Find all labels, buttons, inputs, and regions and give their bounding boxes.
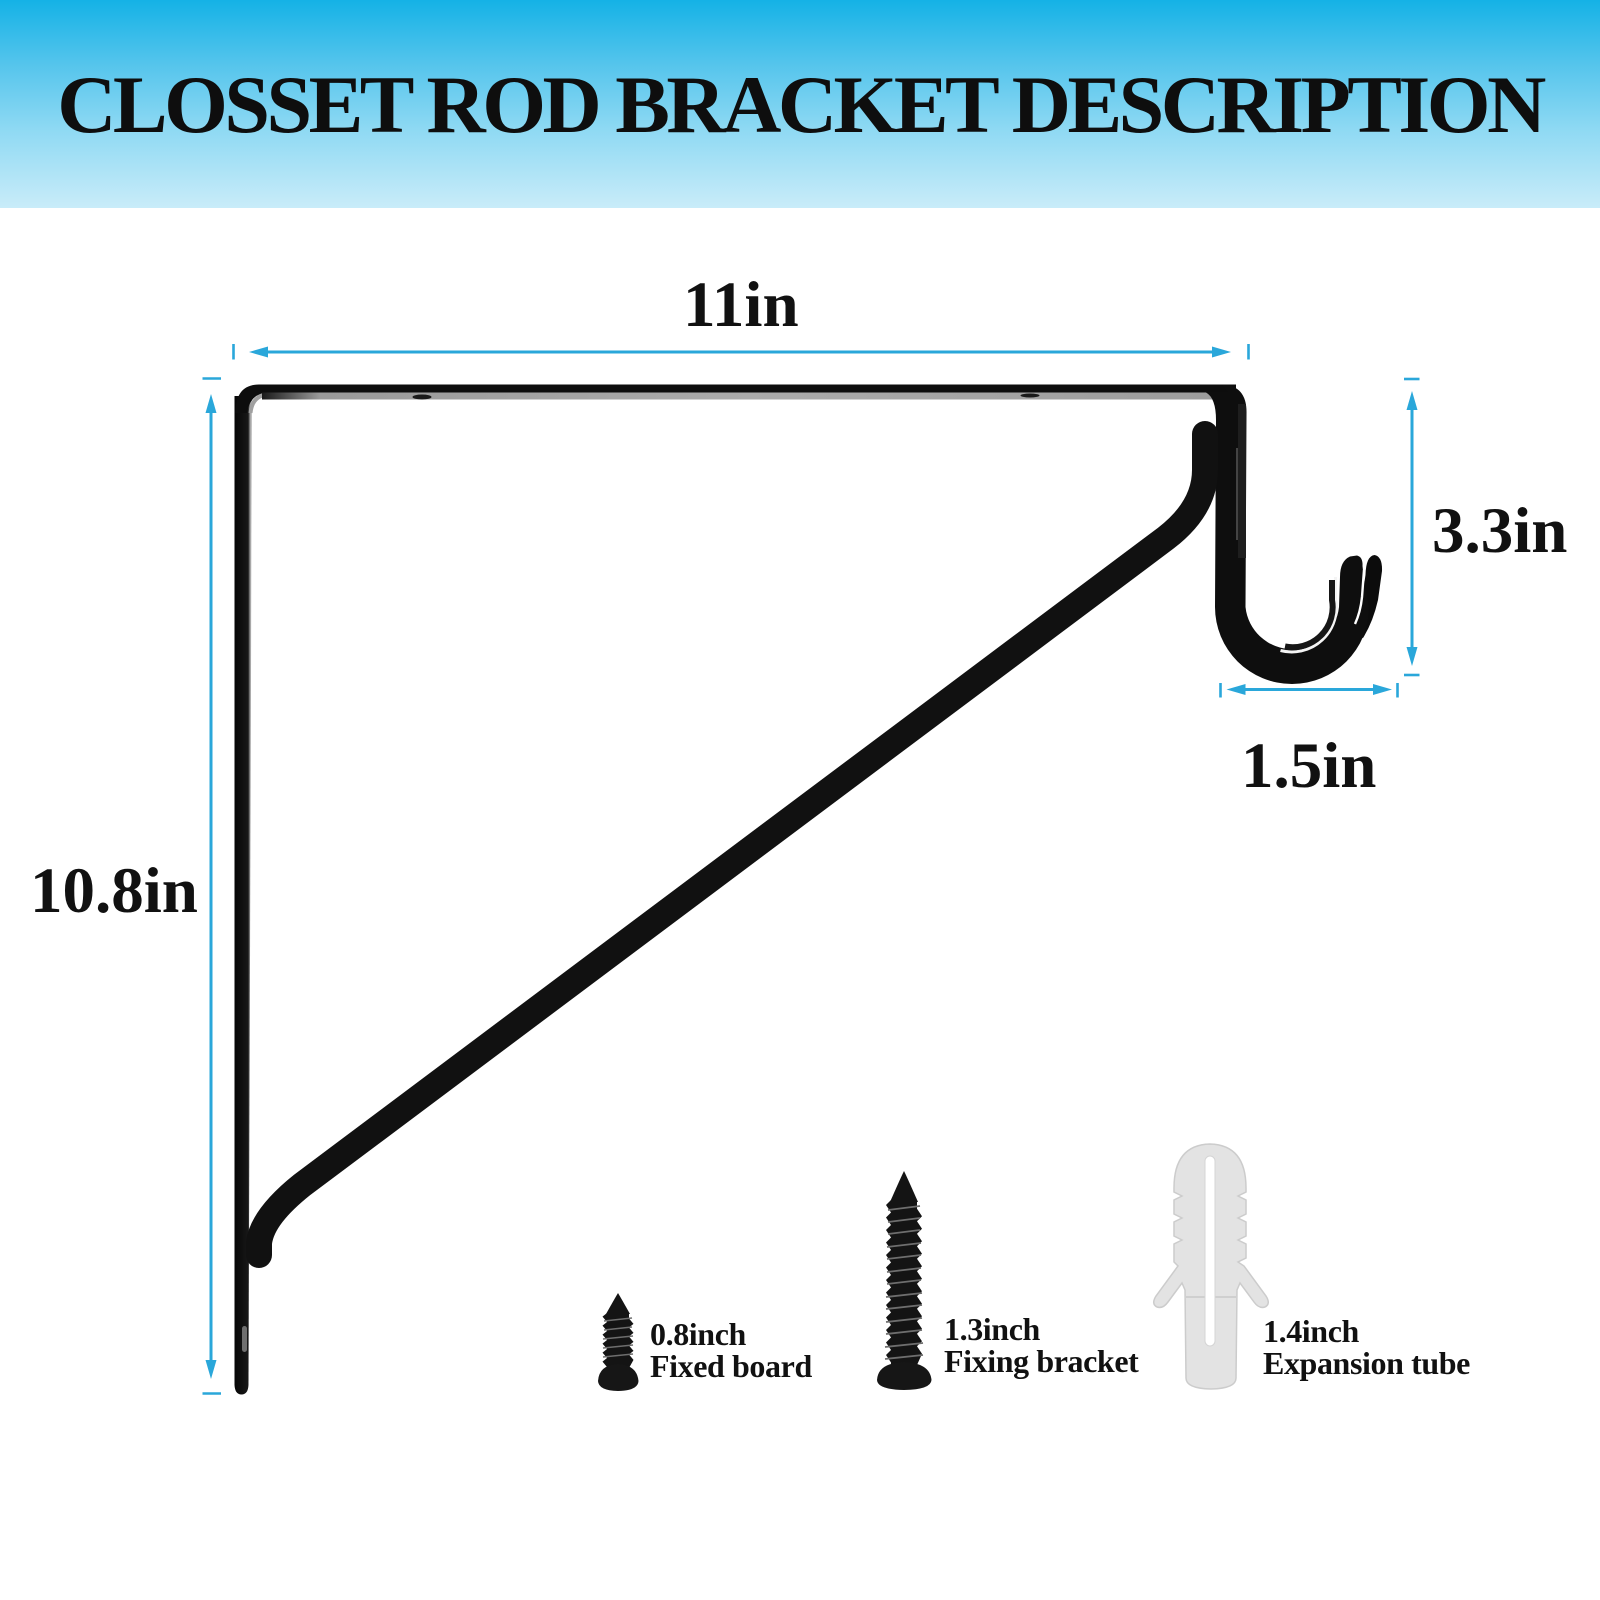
svg-text:1.3inch: 1.3inch	[944, 1311, 1040, 1347]
svg-text:Fixing bracket: Fixing bracket	[944, 1343, 1139, 1379]
svg-text:11in: 11in	[683, 269, 799, 341]
svg-text:0.8inch: 0.8inch	[650, 1316, 746, 1352]
svg-text:3.3in: 3.3in	[1432, 495, 1567, 567]
svg-text:Fixed board: Fixed board	[650, 1348, 812, 1384]
svg-text:1.4inch: 1.4inch	[1263, 1313, 1359, 1349]
svg-text:10.8in: 10.8in	[30, 855, 198, 927]
svg-text:Expansion tube: Expansion tube	[1263, 1345, 1470, 1381]
svg-text:1.5in: 1.5in	[1241, 730, 1376, 802]
